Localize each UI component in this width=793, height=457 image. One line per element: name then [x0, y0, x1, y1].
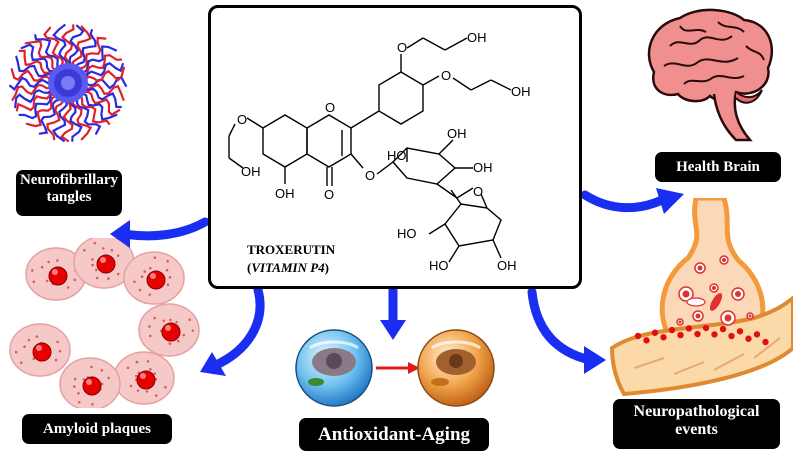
neuropathological-events-label: Neuropathological events: [613, 399, 780, 449]
neurofibrillary-tangles-label: Neurofibrillary tangles: [16, 170, 122, 216]
label-line: events: [675, 421, 718, 439]
atom-label: OH: [447, 126, 467, 141]
atom-label: O: [237, 112, 247, 127]
atom-label: O: [324, 187, 334, 202]
atom-label: OH: [473, 160, 493, 175]
brain-icon: [647, 8, 774, 142]
aged-cell-icon: [417, 329, 495, 407]
atom-label: HO: [429, 258, 449, 273]
atom-label: OH: [275, 186, 295, 201]
arrow-to-health-brain: [580, 190, 667, 213]
label-line: Neuropathological: [633, 403, 760, 420]
amyloid-plaques-label: Amyloid plaques: [22, 414, 172, 444]
atom-label: O: [397, 40, 407, 55]
antioxidant-aging-label: Antioxidant-Aging: [299, 418, 489, 451]
compound-name: TROXERUTIN: [247, 242, 336, 257]
synapse-icon: [609, 198, 793, 397]
label-line: Neurofibrillary: [19, 172, 119, 188]
antioxidant-aging-illustration: [295, 329, 495, 407]
atom-label: O: [441, 68, 451, 83]
atom-label: O: [365, 168, 375, 183]
label-line: tangles: [46, 189, 92, 206]
compound-alias: (VITAMIN P4): [247, 260, 329, 275]
atom-label: O: [325, 100, 335, 115]
atom-label: OH: [467, 30, 487, 45]
atom-label: O: [473, 184, 483, 199]
amyloid-plaque-icon: [9, 238, 200, 408]
arrow-to-neuropathological: [527, 287, 595, 365]
atom-label: HO: [387, 148, 407, 163]
arrow-to-amyloid: [209, 285, 265, 371]
health-brain-label: Health Brain: [655, 152, 781, 182]
atom-label: OH: [497, 258, 517, 273]
atom-label: HO: [397, 226, 417, 241]
troxerutin-structure: O OH OH O O O OH O OH O HO OH OH O HO HO…: [228, 30, 531, 275]
troxerutin-structure-panel: O OH OH O O O OH O OH O HO OH OH O HO HO…: [208, 5, 582, 289]
young-cell-icon: [295, 329, 373, 407]
neurofibrillary-tangle-icon: [9, 24, 127, 143]
atom-label: OH: [241, 164, 261, 179]
arrow-to-neurofibrillary: [119, 217, 210, 241]
atom-label: OH: [511, 84, 531, 99]
